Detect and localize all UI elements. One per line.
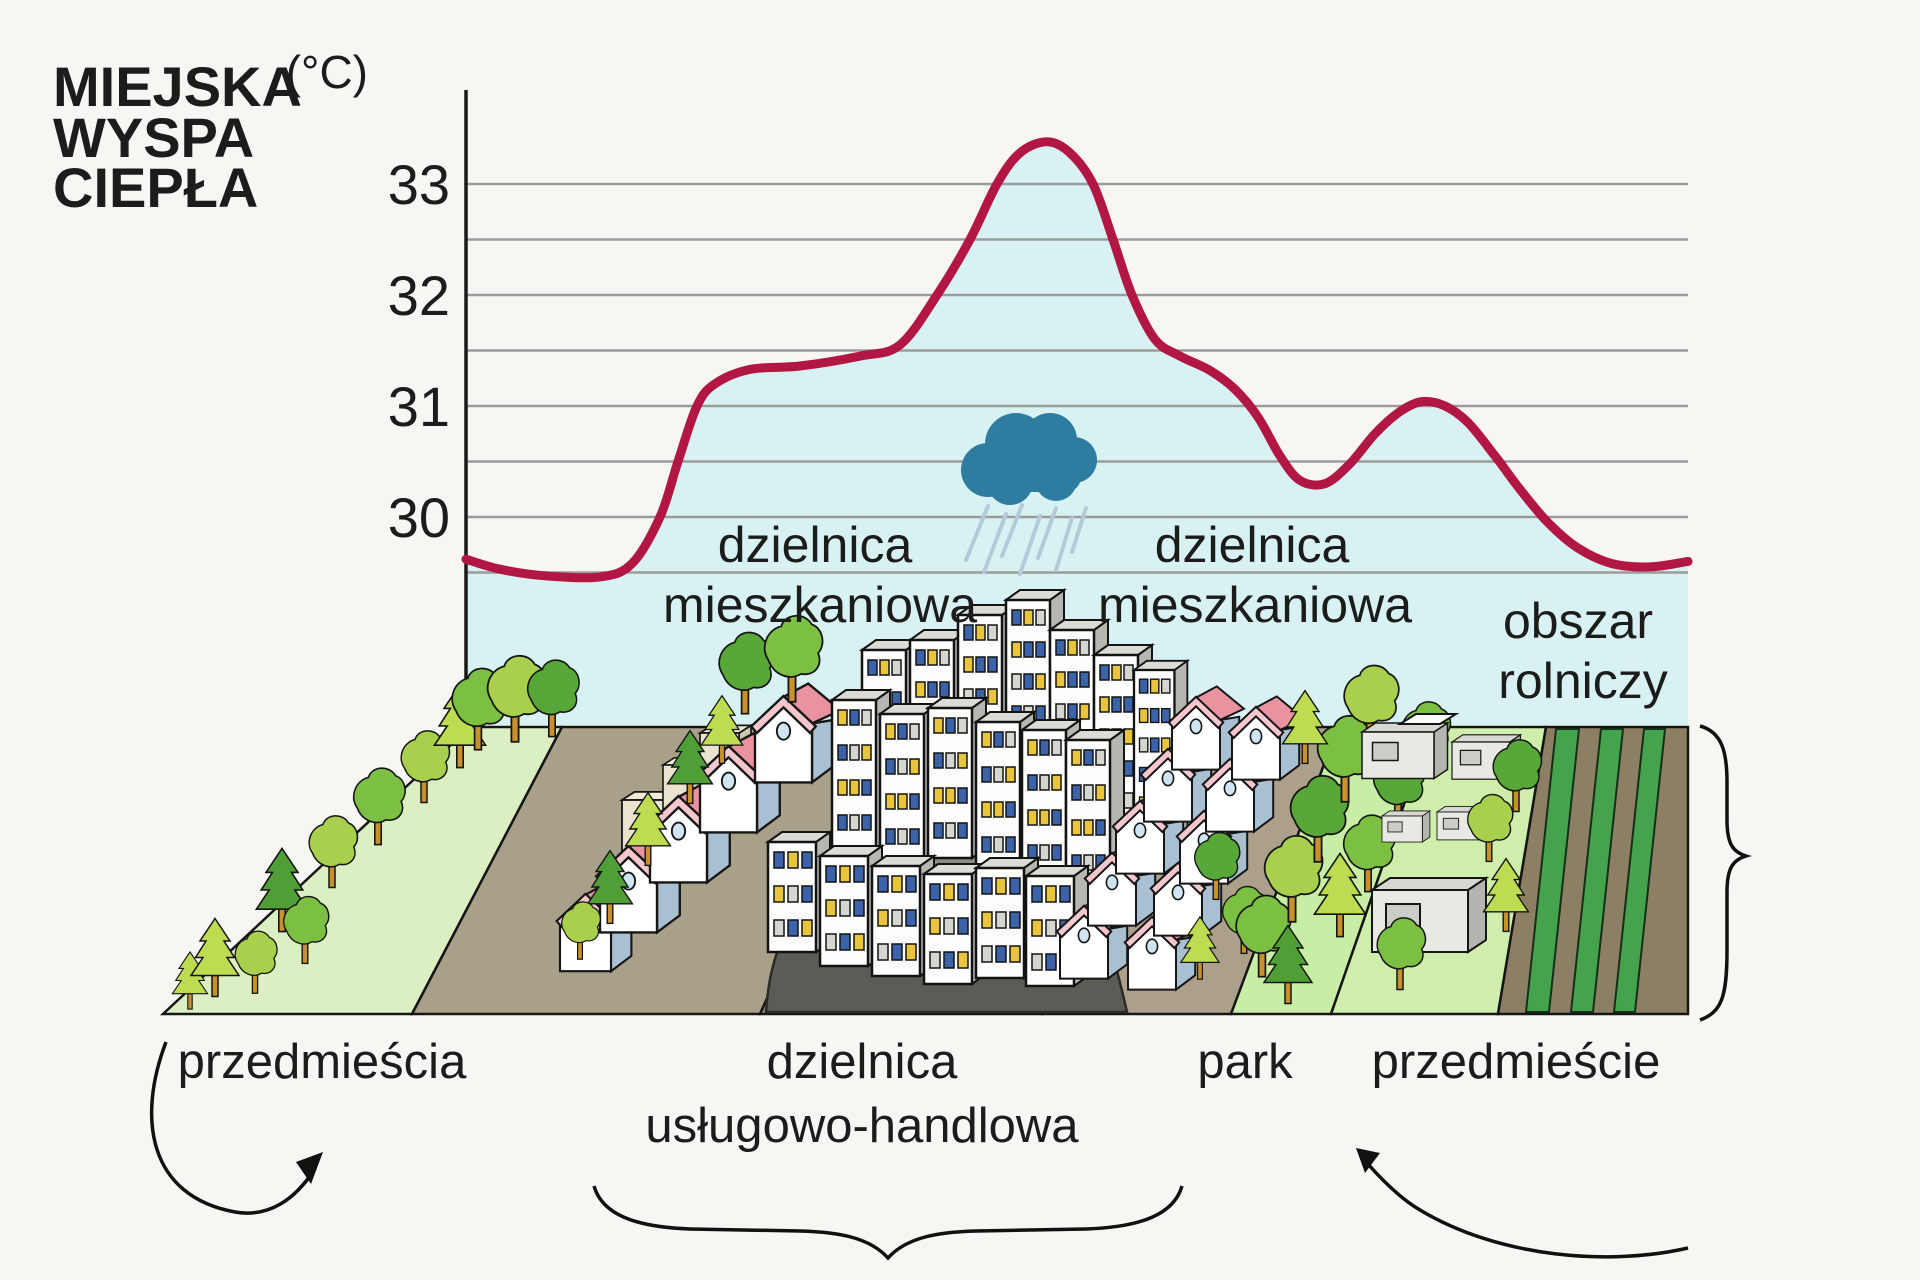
label-suburb-right: przedmieście	[1372, 1035, 1661, 1089]
title-line2: WYSPA	[53, 106, 254, 169]
rain-cloud-icon	[961, 413, 1097, 576]
label-commercial-line2: usługowo-handlowa	[645, 1099, 1079, 1153]
label-agri-line2: rolniczy	[1498, 653, 1667, 709]
label-right-district-line2: mieszkaniowa	[1098, 577, 1412, 633]
suburb-right-buildings	[1361, 713, 1543, 991]
label-suburbs-left: przedmieścia	[178, 1035, 467, 1089]
label-agri-line1: obszar	[1503, 593, 1653, 649]
title-line3: CIEPŁA	[53, 156, 258, 219]
cloud-shape	[961, 413, 1097, 505]
bottom-zone-labels: przedmieścia dzielnica usługowo-handlowa…	[178, 1035, 1661, 1153]
tick-32: 32	[388, 264, 450, 327]
left-arrowhead-icon	[296, 1152, 323, 1184]
tick-33: 33	[388, 153, 450, 216]
y-axis-ticks: 33 32 31 30	[388, 153, 450, 549]
left-curved-arrow	[149, 1041, 316, 1215]
label-commercial-line1: dzielnica	[767, 1035, 958, 1089]
sky-zone-labels: dzielnica mieszkaniowa dzielnica mieszka…	[663, 517, 1668, 709]
center-brace	[592, 1185, 1184, 1261]
tick-30: 30	[388, 486, 450, 549]
right-curly-brace	[1699, 724, 1752, 1022]
title-line1: MIEJSKA	[53, 55, 302, 118]
label-park: park	[1197, 1035, 1293, 1089]
gridlines	[466, 182, 1688, 574]
label-right-district-line1: dzielnica	[1155, 517, 1350, 573]
y-axis-unit: (°C)	[286, 46, 368, 98]
annotation-arrows	[149, 724, 1752, 1261]
heat-island-area-fill	[466, 141, 1688, 726]
rain-streaks	[964, 503, 1088, 576]
landuse-illustration	[159, 588, 1690, 1016]
label-left-district-line1: dzielnica	[718, 517, 913, 573]
label-left-district-line2: mieszkaniowa	[663, 577, 977, 633]
right-curved-arrow	[1366, 1162, 1689, 1259]
tick-31: 31	[388, 375, 450, 438]
temperature-curve	[461, 137, 1693, 583]
diagram-title: MIEJSKA WYSPA CIEPŁA	[53, 55, 302, 219]
right-arrowhead-icon	[1356, 1148, 1380, 1173]
crop-stripes	[1524, 728, 1667, 1013]
